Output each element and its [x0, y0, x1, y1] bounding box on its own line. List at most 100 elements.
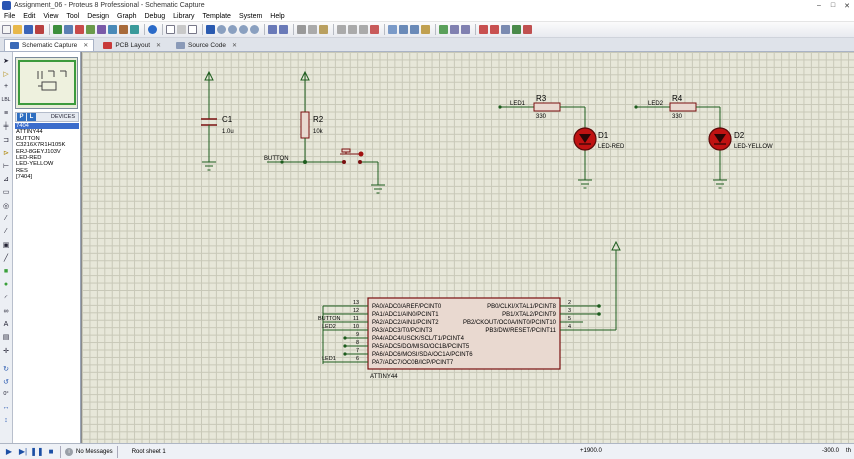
menu-help[interactable]: Help	[270, 12, 285, 20]
selection-mode-icon[interactable]: ➤	[3, 57, 9, 65]
zoom-area-icon[interactable]	[250, 25, 259, 34]
block-copy-icon[interactable]	[337, 25, 346, 34]
undo-icon[interactable]	[268, 25, 277, 34]
open-folder-icon[interactable]	[13, 25, 22, 34]
message-count[interactable]: No Messages	[76, 448, 113, 455]
pick-devices-button[interactable]: P	[17, 113, 26, 121]
library-manager-button[interactable]: L	[27, 113, 36, 121]
block-rotate-icon[interactable]	[359, 25, 368, 34]
close-tab-icon[interactable]: ✕	[83, 43, 89, 49]
schematic-icon[interactable]	[64, 25, 73, 34]
path-tool-icon[interactable]: ∞	[3, 307, 9, 315]
step-icon[interactable]: ▶|	[18, 447, 28, 456]
line-tool-icon[interactable]: ╱	[3, 255, 9, 263]
rotation-angle[interactable]: 0°	[3, 391, 9, 398]
text-script-icon[interactable]: ≡	[3, 109, 9, 117]
close-tab-icon[interactable]: ✕	[156, 43, 162, 49]
play-icon[interactable]: ▶	[5, 447, 13, 456]
origin-icon[interactable]	[188, 25, 197, 34]
component-mode-icon[interactable]: ▷	[3, 70, 9, 78]
pan-icon[interactable]	[206, 25, 215, 34]
text-tool-icon[interactable]: A	[3, 320, 9, 328]
list-item[interactable]: RES	[16, 167, 28, 174]
box-tool-icon[interactable]: ■	[3, 268, 9, 275]
paste-icon[interactable]	[319, 25, 328, 34]
zoom-out-icon[interactable]	[228, 25, 237, 34]
circle-tool-icon[interactable]: ●	[3, 281, 9, 289]
block-move-icon[interactable]	[348, 25, 357, 34]
menu-view[interactable]: View	[43, 12, 59, 20]
tab-schematic-capture[interactable]: Schematic Capture ✕	[4, 39, 95, 51]
electrical-rule-check-icon[interactable]	[523, 25, 532, 34]
maximize-button[interactable]: □	[830, 2, 836, 9]
menu-design[interactable]: Design	[87, 12, 110, 20]
rotate-anticlockwise-icon[interactable]: ↺	[3, 379, 9, 386]
cut-icon[interactable]	[297, 25, 306, 34]
make-device-icon[interactable]	[399, 25, 408, 34]
menu-template[interactable]: Template	[202, 12, 231, 20]
ic-body[interactable]	[367, 297, 561, 370]
redo-icon[interactable]	[279, 25, 288, 34]
voltage-probe-icon[interactable]: ⁄	[5, 215, 7, 223]
attiny44-ic[interactable]: 13 12 11 10 9 8 7 6 BUTTON LED2 LED1 PA0…	[318, 240, 621, 380]
pcb-icon[interactable]	[75, 25, 84, 34]
bill-of-materials-icon[interactable]	[512, 25, 521, 34]
design-explorer-icon[interactable]	[108, 25, 117, 34]
resistor-r3-led-d1[interactable]	[500, 102, 592, 189]
gerber-icon[interactable]	[97, 25, 106, 34]
property-assignment-icon[interactable]	[461, 25, 470, 34]
list-item[interactable]: ATTINY44	[16, 129, 43, 136]
symbol-tool-icon[interactable]: ▤	[2, 334, 10, 342]
terminals-icon[interactable]: ⊳	[3, 149, 9, 157]
tab-pcb-layout[interactable]: PCB Layout ✕	[97, 39, 167, 51]
refresh-icon[interactable]	[166, 25, 175, 34]
schematic-canvas[interactable]: C1 1.0u R2 10k BUTTON	[81, 52, 854, 443]
resistor-r2[interactable]	[267, 70, 339, 163]
wire-label-icon[interactable]: LBL	[1, 97, 11, 104]
menu-edit[interactable]: Edit	[23, 12, 36, 20]
tab-source-code[interactable]: Source Code ✕	[170, 39, 243, 51]
arc-tool-icon[interactable]: ◜	[4, 294, 8, 302]
list-item[interactable]: 7404	[15, 123, 79, 130]
generator-icon[interactable]: ◎	[2, 202, 10, 210]
list-item[interactable]: BUTTON	[16, 135, 40, 142]
menu-file[interactable]: File	[4, 12, 16, 20]
zoom-in-icon[interactable]	[217, 25, 226, 34]
list-item[interactable]: C3216X7R1H105K	[16, 142, 66, 149]
resistor-r4-led-d2[interactable]	[636, 102, 727, 189]
copy-icon[interactable]	[308, 25, 317, 34]
zoom-all-icon[interactable]	[239, 25, 248, 34]
pick-device-icon[interactable]	[388, 25, 397, 34]
new-file-icon[interactable]	[2, 25, 11, 34]
close-project-icon[interactable]	[35, 25, 44, 34]
subcircuit-icon[interactable]: ⊐	[3, 136, 9, 144]
tape-recorder-icon[interactable]: ▭	[2, 189, 10, 197]
home-icon[interactable]	[53, 25, 62, 34]
menu-library[interactable]: Library	[173, 12, 195, 20]
help-icon[interactable]	[148, 25, 157, 34]
mirror-vertical-icon[interactable]: ↕	[4, 416, 8, 424]
capacitor-c1[interactable]	[201, 70, 217, 171]
block-delete-icon[interactable]	[370, 25, 379, 34]
menu-graph[interactable]: Graph	[117, 12, 137, 20]
packaging-tool-icon[interactable]	[410, 25, 419, 34]
marker-tool-icon[interactable]: ✛	[3, 347, 9, 355]
decompose-icon[interactable]	[421, 25, 430, 34]
save-icon[interactable]	[24, 25, 33, 34]
stop-icon[interactable]: ■	[48, 447, 54, 456]
mirror-horizontal-icon[interactable]: ↔	[2, 403, 10, 411]
exit-to-parent-icon[interactable]	[501, 25, 510, 34]
bom-icon[interactable]	[119, 25, 128, 34]
source-code-icon[interactable]	[130, 25, 139, 34]
menu-tool[interactable]: Tool	[66, 12, 80, 20]
list-item[interactable]: [7404]	[16, 174, 33, 181]
grid-icon[interactable]	[177, 25, 186, 34]
list-item[interactable]: LED-RED	[16, 155, 42, 162]
rotate-clockwise-icon[interactable]: ↻	[3, 365, 9, 373]
list-item[interactable]: ERJ-8GEYJ103V	[16, 148, 61, 155]
overview-window[interactable]	[15, 57, 78, 109]
pause-icon[interactable]: ❚❚	[30, 447, 44, 456]
search-tag-icon[interactable]	[450, 25, 459, 34]
close-button[interactable]: ✕	[844, 2, 850, 10]
wire-autorouter-icon[interactable]	[439, 25, 448, 34]
